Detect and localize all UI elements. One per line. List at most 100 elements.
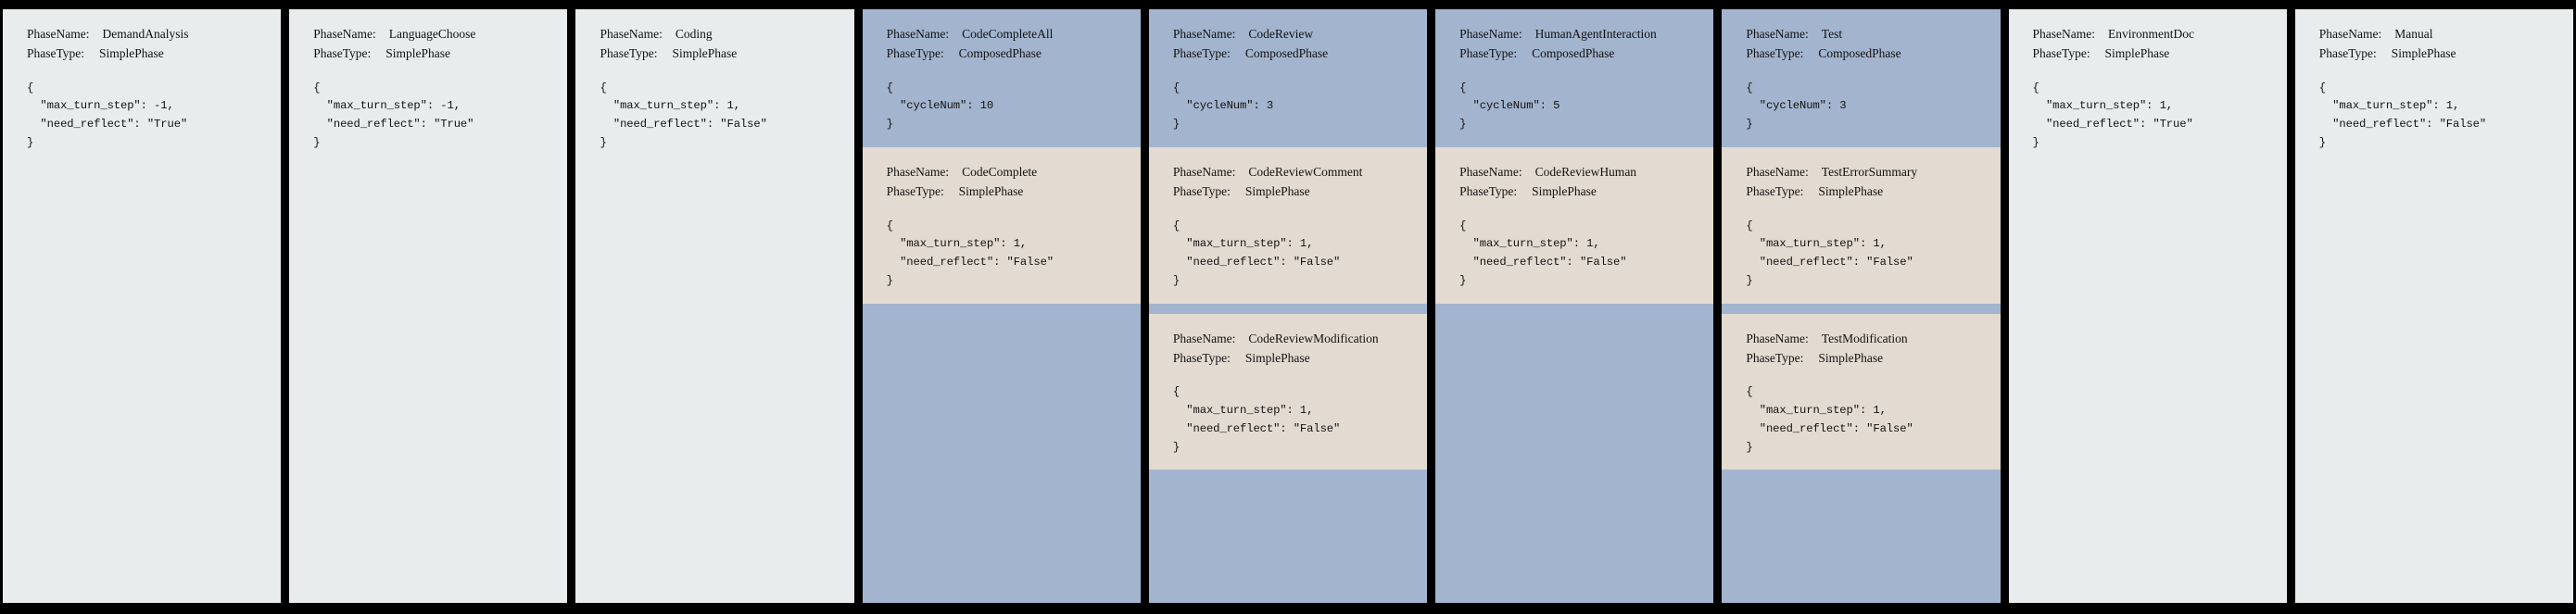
phase-type-label: PhaseType: [1172, 351, 1231, 365]
phase-config-json: { "max_turn_step": 1, "need_reflect": "F… [2319, 80, 2560, 153]
json-line: "max_turn_step": -1, [27, 99, 174, 113]
phase-type-label: PhaseType: [2318, 46, 2377, 61]
phase-config-json: { "cycleNum": 5} [1459, 80, 1700, 134]
phase-name-label: PhaseName: [600, 27, 663, 41]
json-line: { [27, 81, 34, 94]
json-line: "max_turn_step": 1, [1172, 237, 1314, 251]
phase-name-label-row: PhaseName: CodeCompleteAll [887, 24, 1128, 44]
phase-type-label: PhaseType: [1746, 184, 1804, 199]
json-line: "need_reflect": "False" [886, 256, 1054, 269]
phase-name-value: TestModification [1821, 331, 1908, 345]
phase-type-label-row: PhaseType:SimplePhase [27, 44, 268, 63]
phase-type-label-row: PhaseType: SimplePhase [1173, 182, 1414, 201]
phase-name-value: HumanAgentInteraction [1534, 27, 1657, 41]
column-gutter [853, 9, 863, 603]
phase-config-json: { "cycleNum": 3} [1173, 80, 1414, 134]
json-line: { [1172, 385, 1181, 399]
phase-type-label: PhaseType: [600, 46, 658, 61]
phase-name-value: CodeReviewComment [1248, 164, 1363, 179]
phase-config-json: { "max_turn_step": -1, "need_reflect": "… [27, 80, 268, 153]
json-line: { [1172, 219, 1181, 232]
phase-name-label: PhaseName: [886, 27, 950, 41]
phase-type-label-row: PhaseType:SimplePhase [1459, 182, 1700, 201]
json-line: { [2032, 81, 2039, 94]
phase-type-label: PhaseType: [27, 46, 85, 61]
json-line: { [1746, 385, 1753, 399]
json-line: } [27, 135, 34, 149]
phase-type-value: SimplePhase [1244, 351, 1310, 365]
phase-type-label: PhaseType: [1172, 184, 1231, 199]
phase-config-json: { "max_turn_step": -1, "need_reflect": "… [313, 80, 554, 153]
json-line: "max_turn_step": 1, [1746, 404, 1887, 418]
column-gutter [2286, 9, 2295, 603]
phase-name-label: PhaseName: [313, 27, 376, 41]
json-line: } [313, 135, 321, 149]
phase-type-label-row: PhaseType:SimplePhase [2319, 44, 2560, 63]
json-line: "need_reflect": "False" [1172, 421, 1341, 435]
json-line: "need_reflect": "True" [27, 118, 188, 132]
phase-type-value: ComposedPhase [1818, 46, 1901, 61]
phase-name-value: CodeCompleteAll [962, 27, 1054, 41]
phase-config-json: { "cycleNum": 3} [1746, 80, 1987, 134]
phase-type-label-row: PhaseType:ComposedPhase [1746, 44, 1987, 63]
json-line: "need_reflect": "False" [1459, 256, 1627, 269]
json-line: } [1746, 440, 1753, 454]
phase-type-value: SimplePhase [1244, 184, 1310, 199]
json-line: "need_reflect": "True" [313, 118, 474, 132]
phase-name-value: DemandAnalysis [102, 27, 189, 41]
phase-config-json: { "max_turn_step": 1, "need_reflect": "F… [600, 80, 840, 153]
json-line: "need_reflect": "False" [1172, 256, 1341, 269]
column-gutter [1140, 9, 1149, 603]
json-line: } [1172, 273, 1181, 287]
phase-type-label-row: PhaseType: SimplePhase [1746, 182, 1987, 201]
phase-name-label: PhaseName: [1746, 164, 1809, 179]
phase-type-label-row: PhaseType:SimplePhase [1746, 348, 1987, 368]
json-line: "max_turn_step": 1, [2032, 99, 2174, 113]
phase-name-value: EnvironmentDoc [2108, 27, 2194, 41]
phase-type-value: SimplePhase [1818, 184, 1884, 199]
json-line: "need_reflect": "False" [1746, 256, 1913, 269]
json-line: { [600, 81, 607, 94]
phase-name-label-row: PhaseName:HumanAgentInteraction [1459, 24, 1700, 44]
phase-type-value: SimplePhase [385, 46, 450, 61]
composed-phase-filler [862, 303, 1141, 603]
json-line: "max_turn_step": 1, [1746, 237, 1887, 251]
phase-type-label: PhaseType: [2032, 46, 2090, 61]
json-line: "max_turn_step": 1, [600, 99, 740, 113]
json-line: } [1746, 118, 1753, 132]
phase-name-label-row: PhaseName:CodeReview [1173, 24, 1414, 44]
json-line: "cycleNum": 5 [1459, 99, 1560, 113]
composed-phase-filler [1148, 470, 1428, 603]
phase-name-label-row: PhaseName:Manual [2319, 24, 2560, 44]
phase-type-value: ComposedPhase [1532, 46, 1615, 61]
phase-type-label-row: PhaseType:SimplePhase [600, 44, 840, 63]
phase-name-label-row: PhaseName:DemandAnalysis [27, 24, 268, 44]
